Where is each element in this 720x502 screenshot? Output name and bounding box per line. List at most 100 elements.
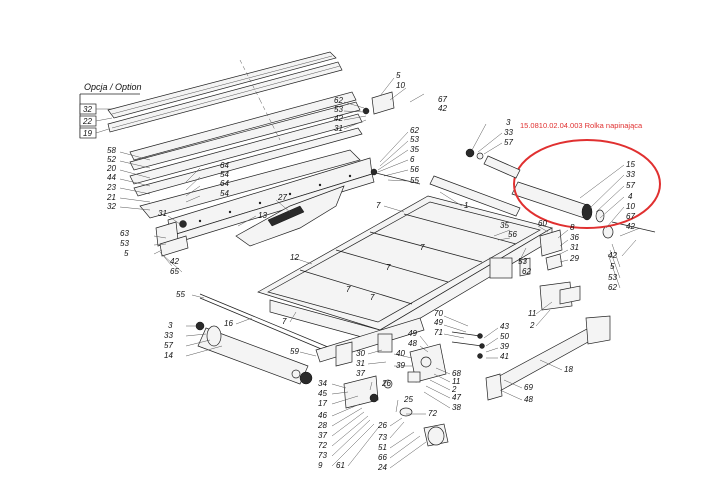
- callout: 25: [403, 395, 413, 404]
- callout: 31: [356, 359, 365, 368]
- callout: 38: [452, 403, 461, 412]
- callout: 65: [170, 267, 179, 276]
- callout: 55: [410, 176, 419, 185]
- callout: 10: [396, 81, 405, 90]
- callout: 23: [106, 183, 116, 192]
- callout: 48: [524, 395, 533, 404]
- callout: 8: [570, 223, 575, 232]
- callout: 11: [528, 309, 536, 318]
- option-label-22: 22: [82, 117, 92, 126]
- bracket-right: [519, 229, 563, 277]
- callout: 66: [378, 453, 387, 462]
- callout: 46: [318, 411, 327, 420]
- leader-lines: [119, 77, 641, 469]
- callout: 49: [408, 329, 417, 338]
- callout: 49: [434, 318, 443, 327]
- callout: 53: [120, 239, 129, 248]
- callout: 7: [346, 285, 351, 294]
- callout: 39: [500, 342, 509, 351]
- callout: 45: [318, 389, 327, 398]
- callout: 7: [282, 317, 287, 326]
- option-label-19: 19: [83, 129, 92, 138]
- callout: 43: [500, 322, 509, 331]
- callout: 15: [626, 160, 635, 169]
- callout: 7: [420, 243, 425, 252]
- guard-plate: [235, 185, 345, 247]
- drive-roller-upper: [429, 148, 521, 217]
- callout: 26: [381, 379, 391, 388]
- bearing-housing: [407, 343, 447, 383]
- callout: 27: [277, 193, 287, 202]
- callout: 3: [506, 118, 511, 127]
- callout: 35: [500, 221, 509, 230]
- callout: 53: [410, 135, 419, 144]
- callout: 55: [176, 290, 185, 299]
- callout: 6: [410, 155, 415, 164]
- tension-arm: [485, 315, 611, 401]
- highlight-ellipse: [513, 139, 661, 229]
- callout: 21: [106, 193, 116, 202]
- callout: 42: [626, 222, 635, 231]
- callout: 57: [164, 341, 173, 350]
- bracket-left: [155, 220, 189, 257]
- callout: 53: [608, 273, 617, 282]
- callout: 33: [626, 170, 635, 179]
- callout: 5: [124, 249, 129, 258]
- callout: 42: [608, 251, 617, 260]
- callout: 59: [290, 347, 299, 356]
- callout: 13: [258, 211, 267, 220]
- callout: 4: [628, 192, 633, 201]
- callout: 7: [376, 201, 381, 210]
- callout: 40: [396, 349, 405, 358]
- callout: 5: [396, 71, 401, 80]
- callout: 9: [318, 461, 323, 470]
- callout: 52: [107, 155, 116, 164]
- callout: 53: [334, 105, 343, 114]
- callout: 17: [318, 399, 327, 408]
- callout: 35: [410, 145, 419, 154]
- option-header: Opcja / Option: [84, 82, 142, 92]
- callout: 67: [438, 95, 447, 104]
- bolt-set: [451, 331, 485, 359]
- callout: 56: [410, 165, 419, 174]
- callout: 56: [508, 230, 517, 239]
- callout: 60: [538, 219, 547, 228]
- callout: 72: [318, 441, 327, 450]
- callout: 37: [318, 431, 327, 440]
- callout: 57: [626, 181, 635, 190]
- callout: 1: [464, 201, 468, 210]
- callout: 39: [396, 361, 405, 370]
- callout: 18: [564, 365, 573, 374]
- callout: 68: [452, 369, 461, 378]
- callout: 72: [428, 409, 437, 418]
- callout: 24: [377, 463, 387, 472]
- frame: [257, 195, 553, 343]
- callout: 70: [434, 309, 443, 318]
- callout: 41: [500, 352, 509, 361]
- callout: 33: [164, 331, 173, 340]
- callout: 7: [386, 263, 391, 272]
- callout: 30: [356, 349, 365, 358]
- lower-side-beam: [315, 317, 425, 367]
- callout: 57: [504, 138, 513, 147]
- callout: 16: [224, 319, 233, 328]
- callout: 31: [334, 124, 343, 133]
- callout: 3: [168, 321, 173, 330]
- callout: 7: [370, 293, 375, 302]
- callout: 67: [626, 212, 635, 221]
- callout: 58: [107, 146, 116, 155]
- callout: 29: [569, 254, 579, 263]
- callout: 34: [318, 379, 327, 388]
- callout: 73: [378, 433, 387, 442]
- callout: 62: [608, 283, 617, 292]
- callout: 31: [570, 243, 579, 252]
- callout: 11: [452, 377, 460, 386]
- bracket-top: [362, 91, 395, 115]
- callout: 73: [318, 451, 327, 460]
- callout: 69: [524, 383, 533, 392]
- callout: 48: [408, 339, 417, 348]
- callout: 62: [410, 126, 419, 135]
- callout: 32: [107, 202, 116, 211]
